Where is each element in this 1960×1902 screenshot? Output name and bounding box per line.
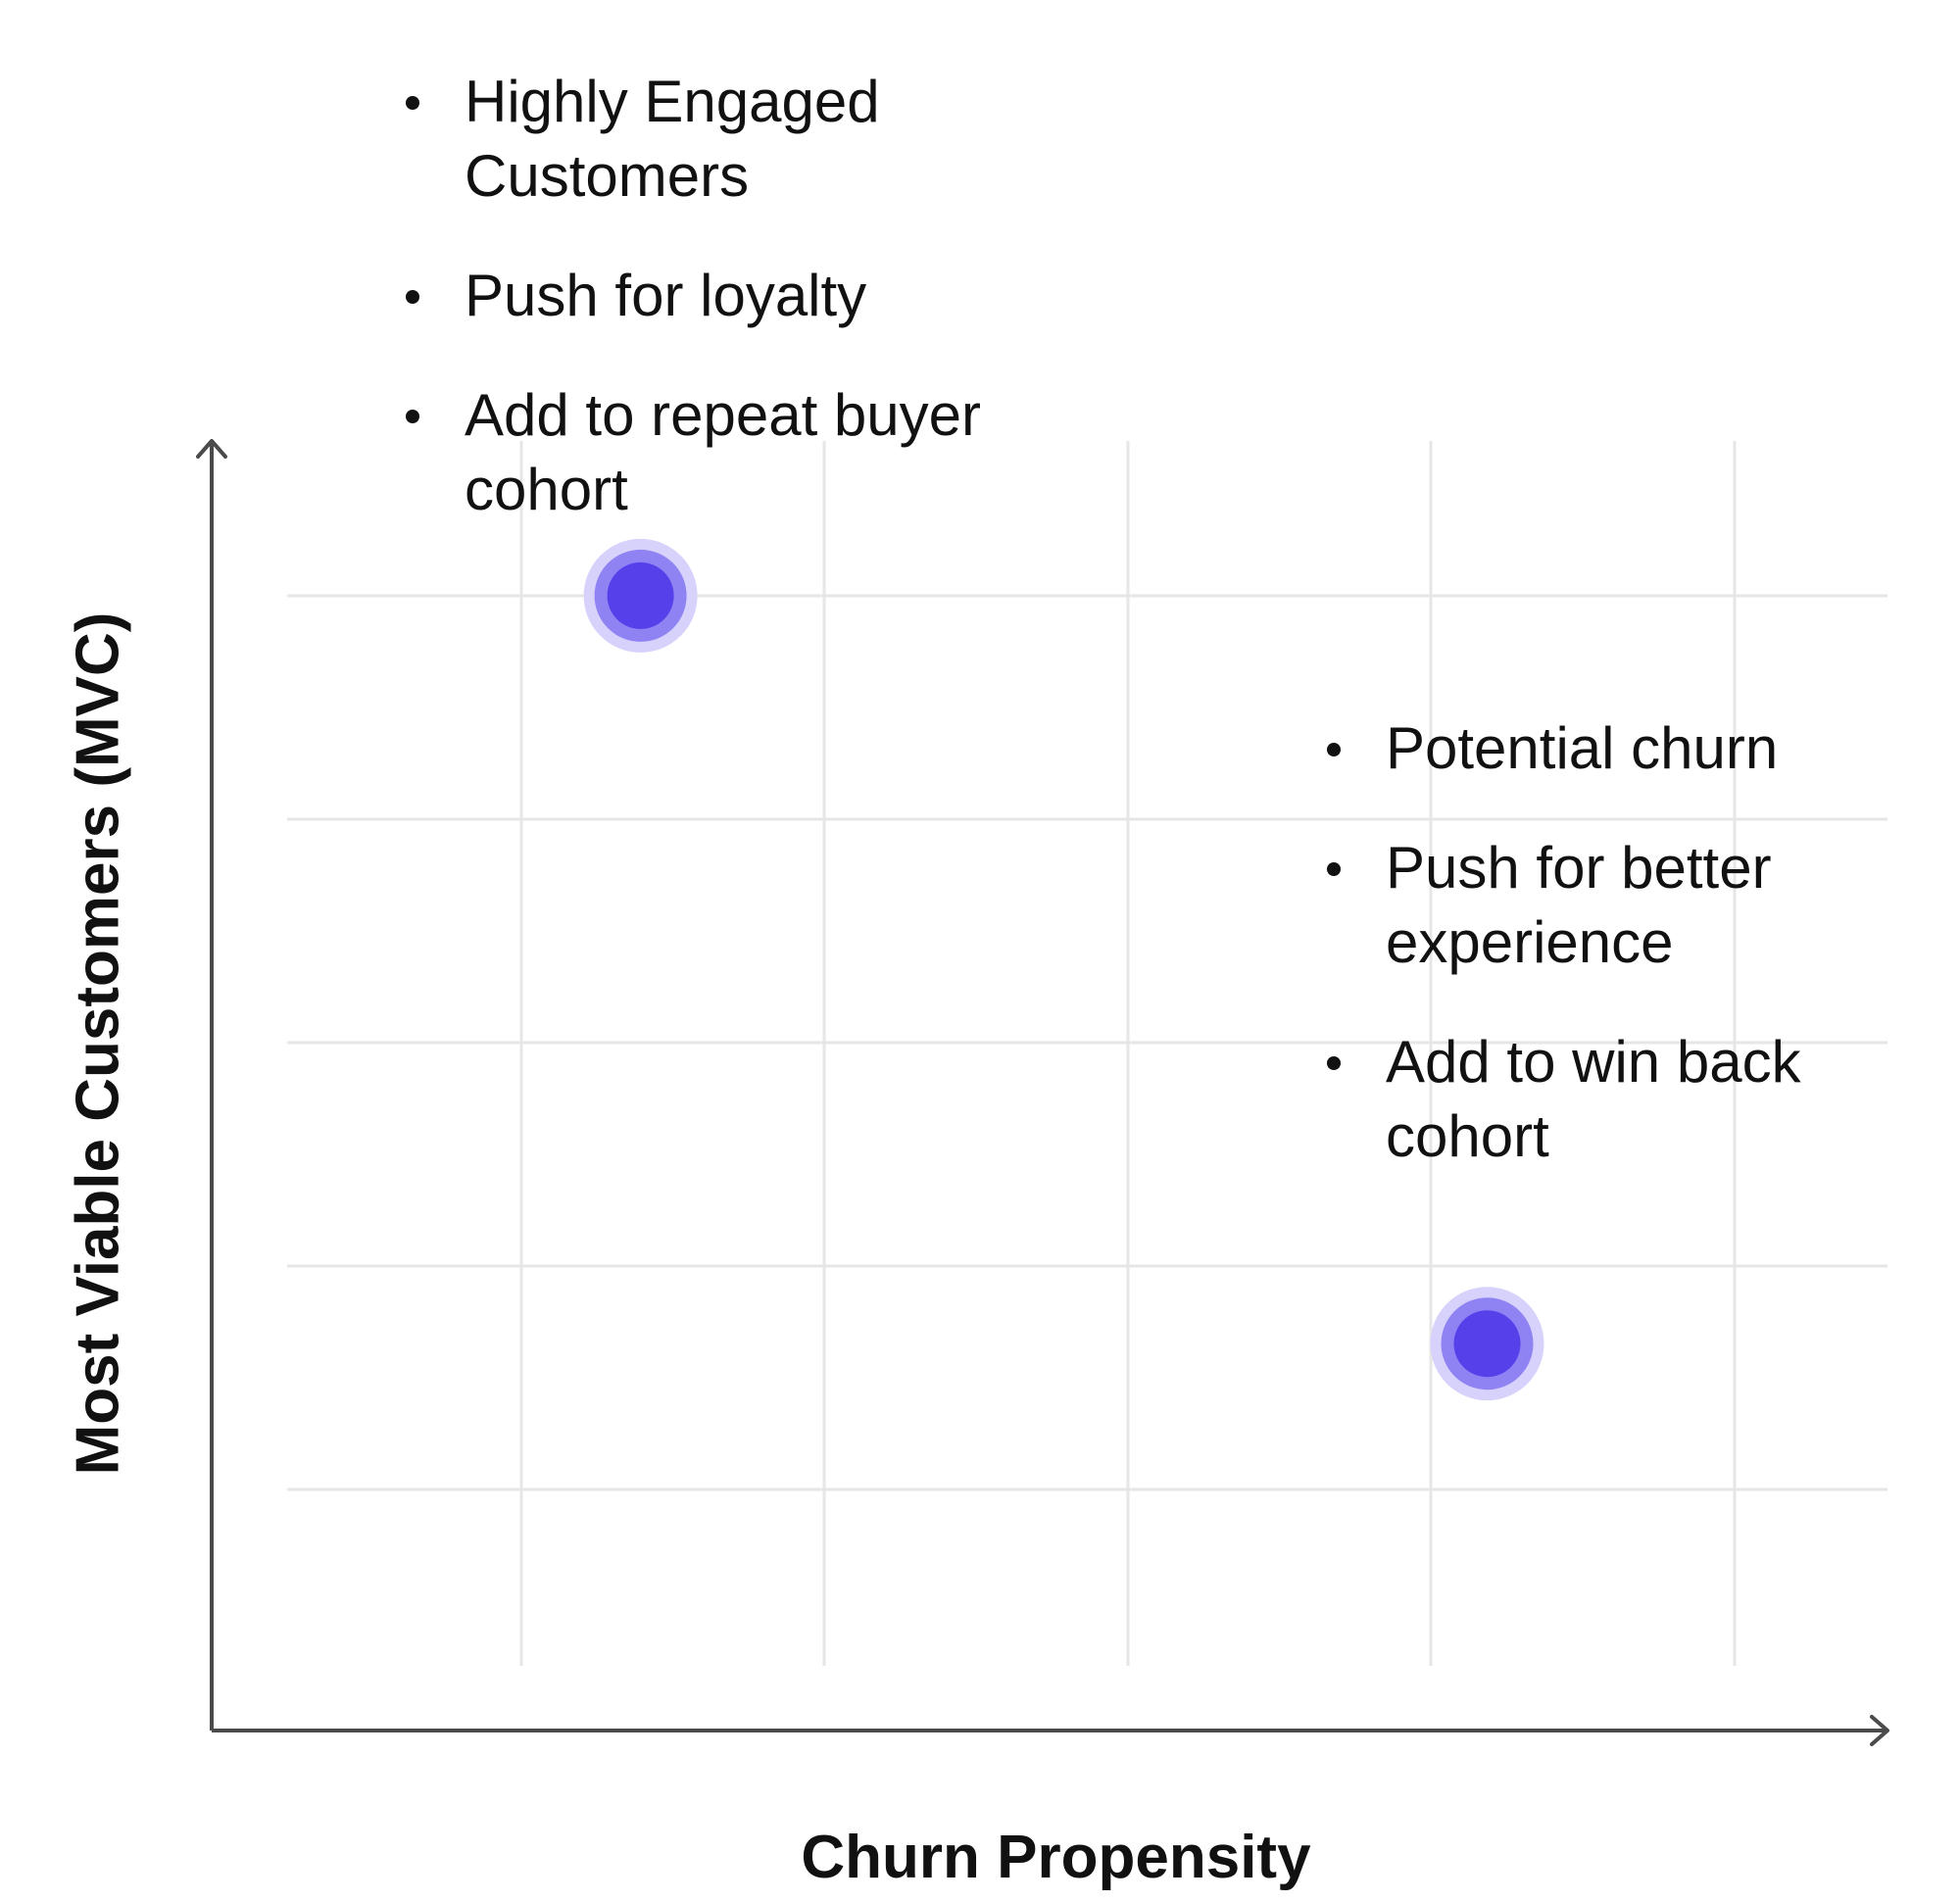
callout-top-left: Highly Engaged Customers Push for loyalt… [406,65,1013,572]
grid-lines [287,441,1887,1666]
data-point [583,538,698,653]
callout-item: Push for loyalty [406,259,1013,333]
data-point [1430,1287,1544,1401]
data-point-marker [1453,1310,1521,1378]
data-points [583,538,1544,1401]
callout-item: Add to repeat buyer cohort [406,378,1013,527]
callout-item: Potential churn [1327,711,1935,786]
y-axis-title: Most Viable Customers (MVC) [64,611,132,1476]
x-axis-title: Churn Propensity [801,1824,1311,1891]
data-point-marker [607,561,674,629]
callout-item: Highly Engaged Customers [406,65,1013,214]
callout-item: Add to win back cohort [1327,1025,1935,1174]
callout-bottom-right: Potential churn Push for better experien… [1327,711,1935,1219]
y-axis-arrow-icon [196,439,227,459]
axes [196,439,1889,1746]
callout-item: Push for better experience [1327,831,1935,980]
x-axis-arrow-icon [1870,1715,1889,1746]
